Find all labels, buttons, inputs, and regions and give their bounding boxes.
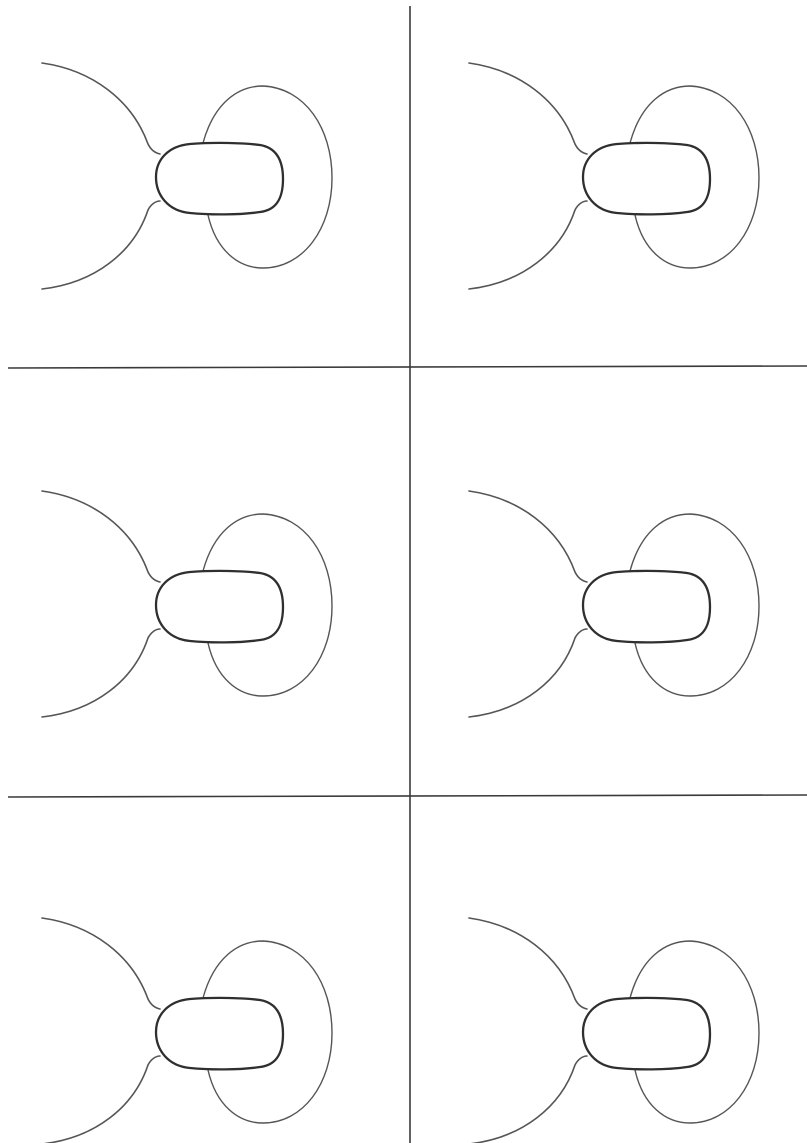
contour-shape [42, 491, 332, 717]
horizontal-divider-bottom [8, 795, 807, 797]
horizontal-divider-top [8, 366, 807, 368]
panel-2 [469, 63, 759, 289]
panel-5 [42, 918, 332, 1143]
panel-6 [469, 918, 759, 1143]
contour-shape [469, 63, 759, 289]
contour-shape [42, 63, 332, 289]
panel-1 [42, 63, 332, 289]
contour-shape [469, 491, 759, 717]
panel-4 [469, 491, 759, 717]
contour-shape [469, 918, 759, 1143]
contour-shape [42, 918, 332, 1143]
panel-3 [42, 491, 332, 717]
